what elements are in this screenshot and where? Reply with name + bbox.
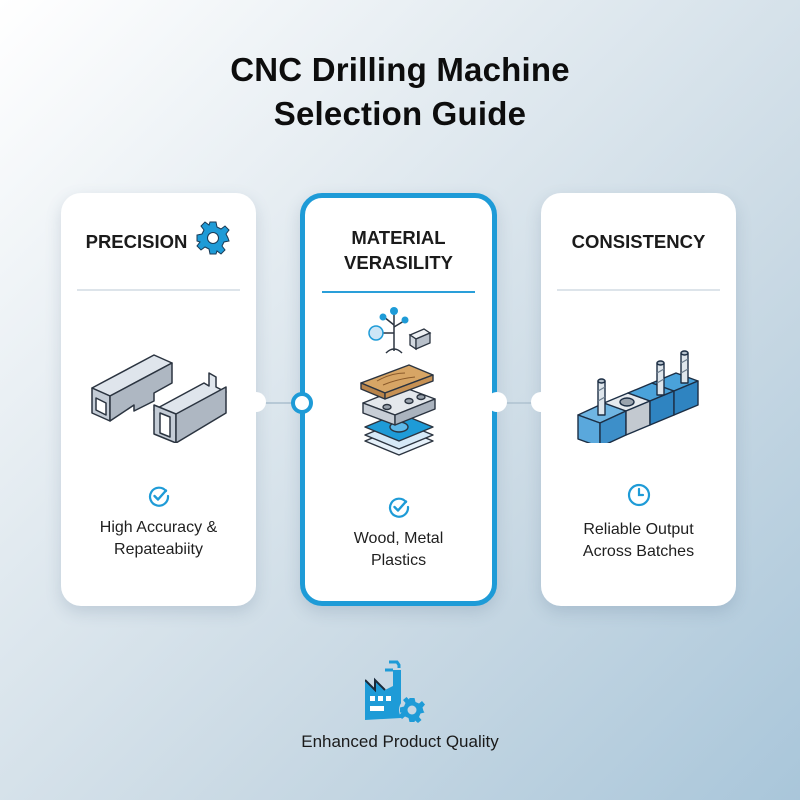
title-line-1: CNC Drilling Machine: [230, 51, 570, 88]
interlocking-blocks-illustration: [61, 343, 256, 443]
title-line-2: Selection Guide: [273, 95, 527, 132]
connector-line-right: [497, 402, 541, 404]
card-material-versatility: MATERIAL VERASILITY: [300, 193, 497, 606]
card-consistency: CONSISTENCY: [541, 193, 736, 606]
clock-icon: [541, 483, 736, 507]
description-line-1: Reliable Output: [583, 521, 694, 538]
drilled-blocks-illustration: [541, 343, 736, 443]
description-line-1: Wood, Metal: [353, 530, 444, 547]
connector-bump-mid-card: [487, 392, 507, 412]
card-precision: PRECISION: [61, 193, 256, 606]
gear-icon: [195, 220, 231, 262]
card-heading: CONSISTENCY: [541, 193, 736, 289]
connector-bump-right-card: [531, 392, 551, 412]
card-heading-line-1: MATERIAL: [351, 227, 446, 248]
card-heading: PRECISION: [61, 193, 256, 289]
material-tree-icon: [305, 305, 492, 355]
check-circle-icon: [61, 485, 256, 507]
card-divider: [77, 289, 240, 291]
description-line-2: Repateabiity: [114, 541, 203, 558]
card-heading-line-2: VERASILITY: [344, 252, 453, 273]
description-line-2: Across Batches: [582, 543, 695, 560]
connector-node: [291, 392, 313, 414]
factory-gear-icon: [364, 660, 437, 731]
card-description: Wood, Metal Plastics: [305, 528, 492, 572]
card-divider: [322, 291, 475, 293]
description-line-2: Plastics: [370, 552, 427, 569]
stacked-materials-illustration: [305, 363, 492, 473]
description-line-1: High Accuracy &: [99, 519, 218, 536]
card-description: High Accuracy & Repateabiity: [61, 517, 256, 561]
card-divider: [557, 289, 720, 291]
card-heading-label: CONSISTENCY: [571, 230, 706, 252]
card-heading-label: PRECISION: [85, 230, 188, 252]
check-circle-icon: [305, 496, 492, 518]
connector-bump-left-card: [246, 392, 266, 412]
connector-line-left: [256, 402, 296, 404]
card-heading: MATERIAL VERASILITY: [305, 220, 492, 280]
page-title: CNC Drilling Machine Selection Guide: [0, 48, 800, 136]
footer-label: Enhanced Product Quality: [301, 732, 499, 751]
card-description: Reliable Output Across Batches: [541, 519, 736, 563]
